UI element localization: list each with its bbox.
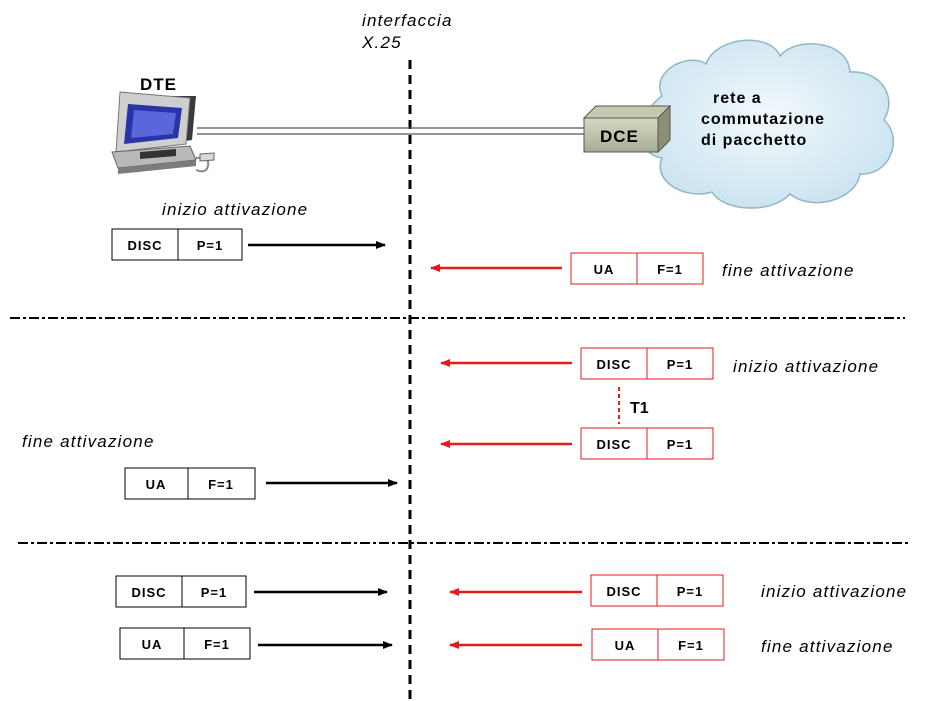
frame-bit: F=1 <box>208 477 234 492</box>
frame-type: DISC <box>596 357 631 372</box>
interface-label-line2: X.25 <box>361 33 402 52</box>
frame-type: DISC <box>596 437 631 452</box>
frame-type: UA <box>142 637 163 652</box>
section1-start-label: inizio attivazione <box>162 200 308 219</box>
frame-type: UA <box>594 262 615 277</box>
section2-end-label: fine attivazione <box>22 432 155 451</box>
frame-type: DISC <box>131 585 166 600</box>
section2-frame-right2: DISC P=1 <box>580 427 714 460</box>
frame-type: UA <box>146 477 167 492</box>
frame-bit: P=1 <box>201 585 228 600</box>
frame-type: DISC <box>606 584 641 599</box>
frame-bit: P=1 <box>677 584 704 599</box>
computer-icon <box>111 91 215 174</box>
section1-frame-right: UA F=1 <box>570 252 704 285</box>
dce-box <box>582 104 672 154</box>
section1-frame-left: DISC P=1 <box>111 228 243 261</box>
frame-bit: P=1 <box>197 238 224 253</box>
frame-bit: F=1 <box>204 637 230 652</box>
timer-label: T1 <box>630 400 649 417</box>
dte-label: DTE <box>140 75 177 94</box>
frame-bit: F=1 <box>678 638 704 653</box>
network-label-line1: rete a <box>713 90 762 107</box>
section2-frame-right1: DISC P=1 <box>580 347 714 380</box>
network-label-line2: commutazione <box>701 111 825 128</box>
section3-start-label: inizio attivazione <box>761 582 907 601</box>
section2-frame-left: UA F=1 <box>124 467 256 500</box>
frame-bit: F=1 <box>657 262 683 277</box>
section3-end-label: fine attivazione <box>761 637 894 656</box>
frame-bit: P=1 <box>667 437 694 452</box>
section3-frame-left1: DISC P=1 <box>115 575 247 608</box>
section3-frame-right2: UA F=1 <box>591 628 725 661</box>
frame-bit: P=1 <box>667 357 694 372</box>
network-label-line3: di pacchetto <box>701 132 807 149</box>
section2-start-label: inizio attivazione <box>733 357 879 376</box>
section3-frame-left2: UA F=1 <box>119 627 251 660</box>
frame-type: DISC <box>127 238 162 253</box>
cloud-icon <box>640 39 895 209</box>
section1-end-label: fine attivazione <box>722 261 855 280</box>
frame-type: UA <box>615 638 636 653</box>
dce-label: DCE <box>600 127 639 146</box>
section3-frame-right1: DISC P=1 <box>590 574 724 607</box>
interface-label-line1: interfaccia <box>362 11 453 30</box>
